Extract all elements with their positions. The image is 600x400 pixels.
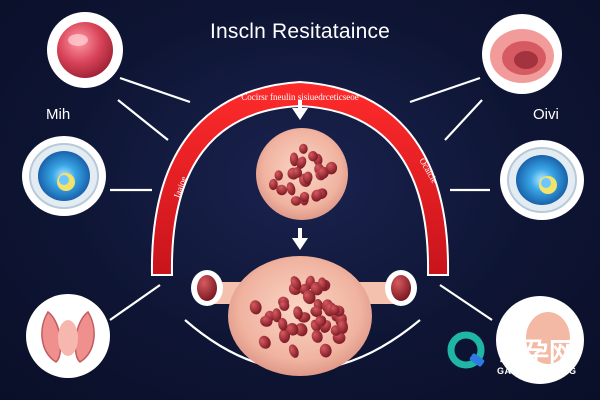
cell-droplet: [329, 304, 340, 316]
cell-droplet: [274, 170, 283, 181]
cell-droplet: [293, 306, 303, 320]
cell-droplet: [276, 184, 288, 196]
cell-droplet: [249, 300, 262, 315]
diagram-title: Inscln Resitataince: [209, 20, 391, 43]
cell-droplet: [318, 277, 328, 290]
watermark: 帮孕网 GANGYUNWANG: [445, 330, 595, 380]
cell-droplet: [279, 300, 290, 311]
large-cell-icon: [191, 256, 417, 376]
watermark-chinese: 帮孕网: [497, 338, 576, 368]
cell-droplet: [288, 344, 299, 358]
cell-droplet: [260, 315, 273, 327]
cell-droplet: [311, 330, 323, 343]
cell-droplet: [308, 151, 318, 162]
cell-droplet: [292, 167, 303, 178]
cell-droplet: [337, 319, 348, 334]
cell-droplet: [296, 156, 307, 169]
cell-droplet: [302, 171, 313, 184]
cell-droplet: [302, 289, 316, 305]
cell-droplet: [258, 335, 271, 349]
cell-droplet: [325, 161, 338, 175]
cell-droplet: [311, 189, 323, 202]
cell-droplet: [295, 323, 308, 337]
cell-droplet: [290, 196, 302, 206]
cell-droplet: [317, 166, 329, 179]
cell-droplet: [315, 315, 327, 327]
watermark-logo-icon: [447, 331, 485, 369]
down-arrows: [292, 100, 308, 250]
tissue-icon: [482, 14, 562, 94]
arc-top-label: Cocirsr fneulin sisiuedrceticseoe: [241, 92, 358, 102]
right-label: Oivi: [533, 106, 559, 123]
cell-droplet: [290, 276, 302, 290]
cell-droplet: [278, 328, 291, 344]
cell-droplet: [319, 343, 332, 358]
cell-droplet: [299, 191, 310, 202]
tissue-icon-bottom-right: [496, 296, 584, 384]
cell-droplet: [286, 182, 296, 196]
blue-cell-icon: [22, 136, 106, 216]
red-arc: [150, 80, 450, 276]
cell-droplet: [271, 308, 282, 323]
cell-droplet: [286, 323, 299, 336]
cell-droplet: [289, 152, 299, 167]
cell-droplet: [268, 178, 278, 191]
cell-droplet: [310, 306, 323, 318]
pink-cell-icon: [47, 12, 123, 88]
kidney-cell-icon: [26, 294, 110, 378]
cell-droplet: [299, 143, 308, 154]
cell-droplet: [278, 317, 288, 331]
left-label: Mih: [46, 106, 71, 123]
watermark-latin: GANGYUNWANG: [497, 366, 577, 376]
blue-cell-icon-right: [500, 140, 584, 220]
fat-cell-cluster-icon: [256, 128, 348, 220]
